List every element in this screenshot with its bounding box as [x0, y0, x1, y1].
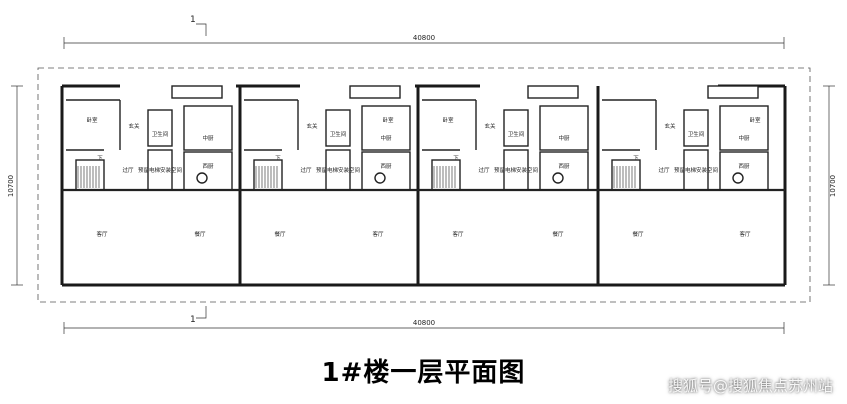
room-label-storage: 预留电梯安装空间 [316, 166, 360, 174]
room-label-down: 下 [453, 155, 459, 162]
watermark: 搜狐号@搜狐焦点苏州站 [667, 377, 833, 395]
room-label-kitchen: 中厨 [380, 134, 392, 142]
room-label-vestibule: 玄关 [306, 122, 318, 130]
room-label-bathroom: 卫生间 [330, 130, 347, 138]
room-label-corridor: 过厅 [300, 166, 312, 174]
overall-width-bottom: 40800 [413, 319, 435, 327]
site-boundary [37, 67, 811, 303]
overall-width-top: 40800 [413, 34, 435, 42]
room-label-western-kitchen: 西厨 [380, 163, 392, 170]
room-label-down: 下 [633, 155, 639, 162]
room-label-dining: 餐厅 [632, 230, 644, 238]
room-label-western-kitchen: 西厨 [738, 163, 750, 170]
room-label-bedroom: 卧室 [442, 116, 454, 124]
room-label-bedroom: 卧室 [86, 116, 98, 124]
room-label-kitchen: 中厨 [202, 134, 214, 142]
room-label-storage: 预留电梯安装空间 [494, 166, 538, 174]
room-label-living: 客厅 [96, 230, 108, 238]
room-label-corridor: 过厅 [122, 166, 134, 174]
room-label-down: 下 [275, 155, 281, 162]
room-label-dining: 餐厅 [194, 230, 206, 238]
room-label-western-kitchen: 西厨 [202, 163, 214, 170]
room-label-bedroom: 卧室 [749, 116, 761, 124]
room-labels: 卧室玄关卫生间中厨西厨预留电梯安装空间过厅客厅餐厅下卧室玄关卫生间中厨西厨预留电… [86, 116, 761, 238]
room-label-dining: 餐厅 [552, 230, 564, 238]
interior-partitions [62, 85, 785, 192]
room-label-dining: 餐厅 [274, 230, 286, 238]
room-label-western-kitchen: 西厨 [558, 163, 570, 170]
room-label-living: 客厅 [739, 230, 751, 238]
room-label-vestibule: 玄关 [484, 122, 496, 130]
room-label-down: 下 [97, 155, 103, 162]
section-marker-top: 1 [190, 15, 196, 25]
room-label-storage: 预留电梯安装空间 [138, 166, 182, 174]
section-marker-bottom: 1 [190, 315, 196, 325]
dimension-lines [11, 23, 835, 334]
exterior-walls [60, 84, 787, 287]
room-label-corridor: 过厅 [658, 166, 670, 174]
room-label-storage: 预留电梯安装空间 [674, 166, 718, 174]
room-label-kitchen: 中厨 [558, 134, 570, 142]
overall-depth-right: 10700 [829, 175, 837, 197]
room-label-kitchen: 中厨 [738, 134, 750, 142]
room-label-living: 客厅 [452, 230, 464, 238]
room-label-bathroom: 卫生间 [152, 130, 169, 138]
room-label-bedroom: 卧室 [382, 116, 394, 124]
drawing-title: 1#楼一层平面图 [321, 358, 526, 388]
overall-depth-left: 10700 [7, 175, 15, 197]
room-label-living: 客厅 [372, 230, 384, 238]
room-label-bathroom: 卫生间 [688, 130, 705, 138]
room-label-vestibule: 玄关 [128, 122, 140, 130]
room-label-vestibule: 玄关 [664, 122, 676, 130]
room-label-corridor: 过厅 [478, 166, 490, 174]
room-label-bathroom: 卫生间 [508, 130, 525, 138]
